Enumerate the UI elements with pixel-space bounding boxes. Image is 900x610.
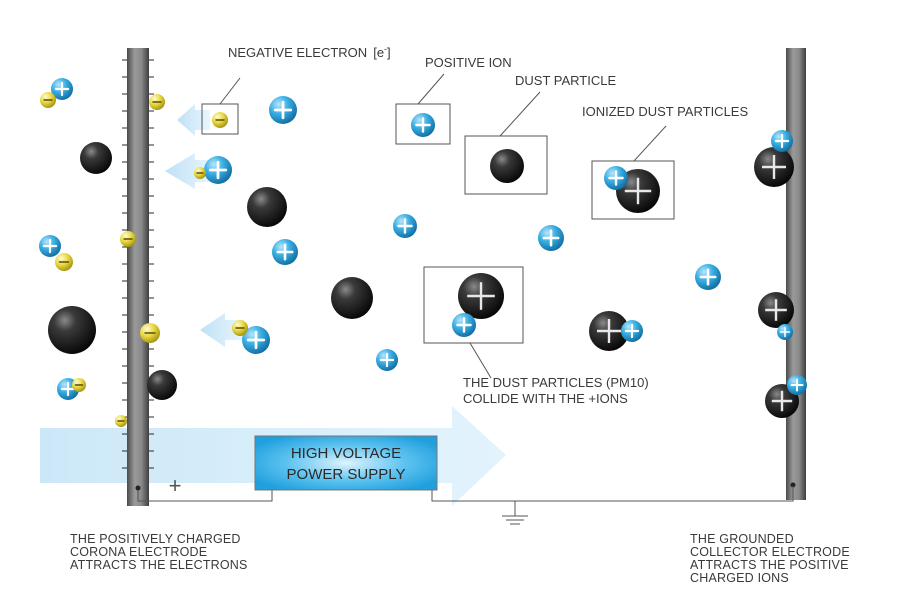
circuit-wires [135, 485, 794, 516]
positive-ion-icon [269, 96, 297, 124]
negative-electron-icon [40, 92, 56, 108]
negative-electron-icon [140, 323, 160, 343]
positive-ion-icon [242, 326, 270, 354]
negative-electron-icon [232, 320, 248, 336]
dust-particle-icon [331, 277, 373, 319]
positive-ion-icon [538, 225, 564, 251]
power-supply-line1: HIGH VOLTAGE [291, 445, 401, 462]
dust-particle-label: DUST PARTICLE [515, 73, 616, 88]
ionized-dust-particle-icon [458, 273, 504, 319]
electron-superscript: - [384, 44, 387, 54]
positive-ion-icon [604, 166, 628, 190]
electron-drift-arrows [165, 104, 244, 347]
ground-symbol-icon [502, 515, 528, 525]
positive-ion-icon [272, 239, 298, 265]
positive-ion-icon [452, 313, 476, 337]
positive-ion-icon [39, 235, 61, 257]
negative-electron-label: NEGATIVE ELECTRON[e-] [228, 44, 391, 60]
power-supply-line2: POWER SUPPLY [287, 466, 406, 483]
dust-particle-icon [147, 370, 177, 400]
negative-electron-icon [115, 415, 127, 427]
dust-particle-icon [490, 149, 524, 183]
positive-ion-label: POSITIVE ION [425, 55, 512, 70]
collide-caption-line2: COLLIDE WITH THE +IONS [463, 391, 628, 406]
positive-ion-icon [393, 214, 417, 238]
collector-electrode-caption: THE GROUNDED COLLECTOR ELECTRODE ATTRACT… [690, 532, 850, 585]
corona-electrode-caption: THE POSITIVELY CHARGED CORONA ELECTRODE … [70, 532, 248, 572]
positive-ion-icon [411, 113, 435, 137]
particles [39, 78, 807, 427]
dust-particle-icon [80, 142, 112, 174]
svg-text:NEGATIVE ELECTRON[e-]: NEGATIVE ELECTRON[e-] [228, 44, 391, 60]
ionized-dust-particle-icon [758, 292, 794, 328]
ionized-dust-particles-label: IONIZED DUST PARTICLES [582, 104, 748, 119]
dust-particle-icon [247, 187, 287, 227]
callouts [201, 73, 675, 379]
positive-ion-icon [695, 264, 721, 290]
plus-terminal-label: + [169, 473, 182, 498]
negative-electron-icon [55, 253, 73, 271]
positive-ion-icon [204, 156, 232, 184]
positive-ion-icon [787, 375, 807, 395]
negative-electron-icon [212, 112, 228, 128]
drift-arrow-icon [200, 313, 244, 347]
negative-electron-icon [120, 231, 136, 247]
positive-ion-icon [621, 320, 643, 342]
collector-electrode [786, 48, 806, 500]
collide-caption-line1: THE DUST PARTICLES (PM10) [463, 375, 649, 390]
negative-electron-text: NEGATIVE ELECTRON [228, 45, 367, 60]
electron-symbol: e [377, 45, 384, 60]
positive-ion-icon [51, 78, 73, 100]
drift-arrow-icon [177, 104, 210, 136]
dust-particle-icon [48, 306, 96, 354]
drift-arrow-icon [165, 153, 212, 189]
negative-electron-icon [72, 378, 86, 392]
positive-ion-icon [771, 130, 793, 152]
ionized-dust-particle-icon [589, 311, 629, 351]
positive-ion-icon [376, 349, 398, 371]
ionized-dust-particle-icon [754, 147, 794, 187]
high-voltage-power-supply: HIGH VOLTAGE POWER SUPPLY [254, 435, 438, 491]
positive-ion-icon [777, 324, 793, 340]
negative-electron-icon [149, 94, 165, 110]
negative-electron-icon [194, 167, 206, 179]
